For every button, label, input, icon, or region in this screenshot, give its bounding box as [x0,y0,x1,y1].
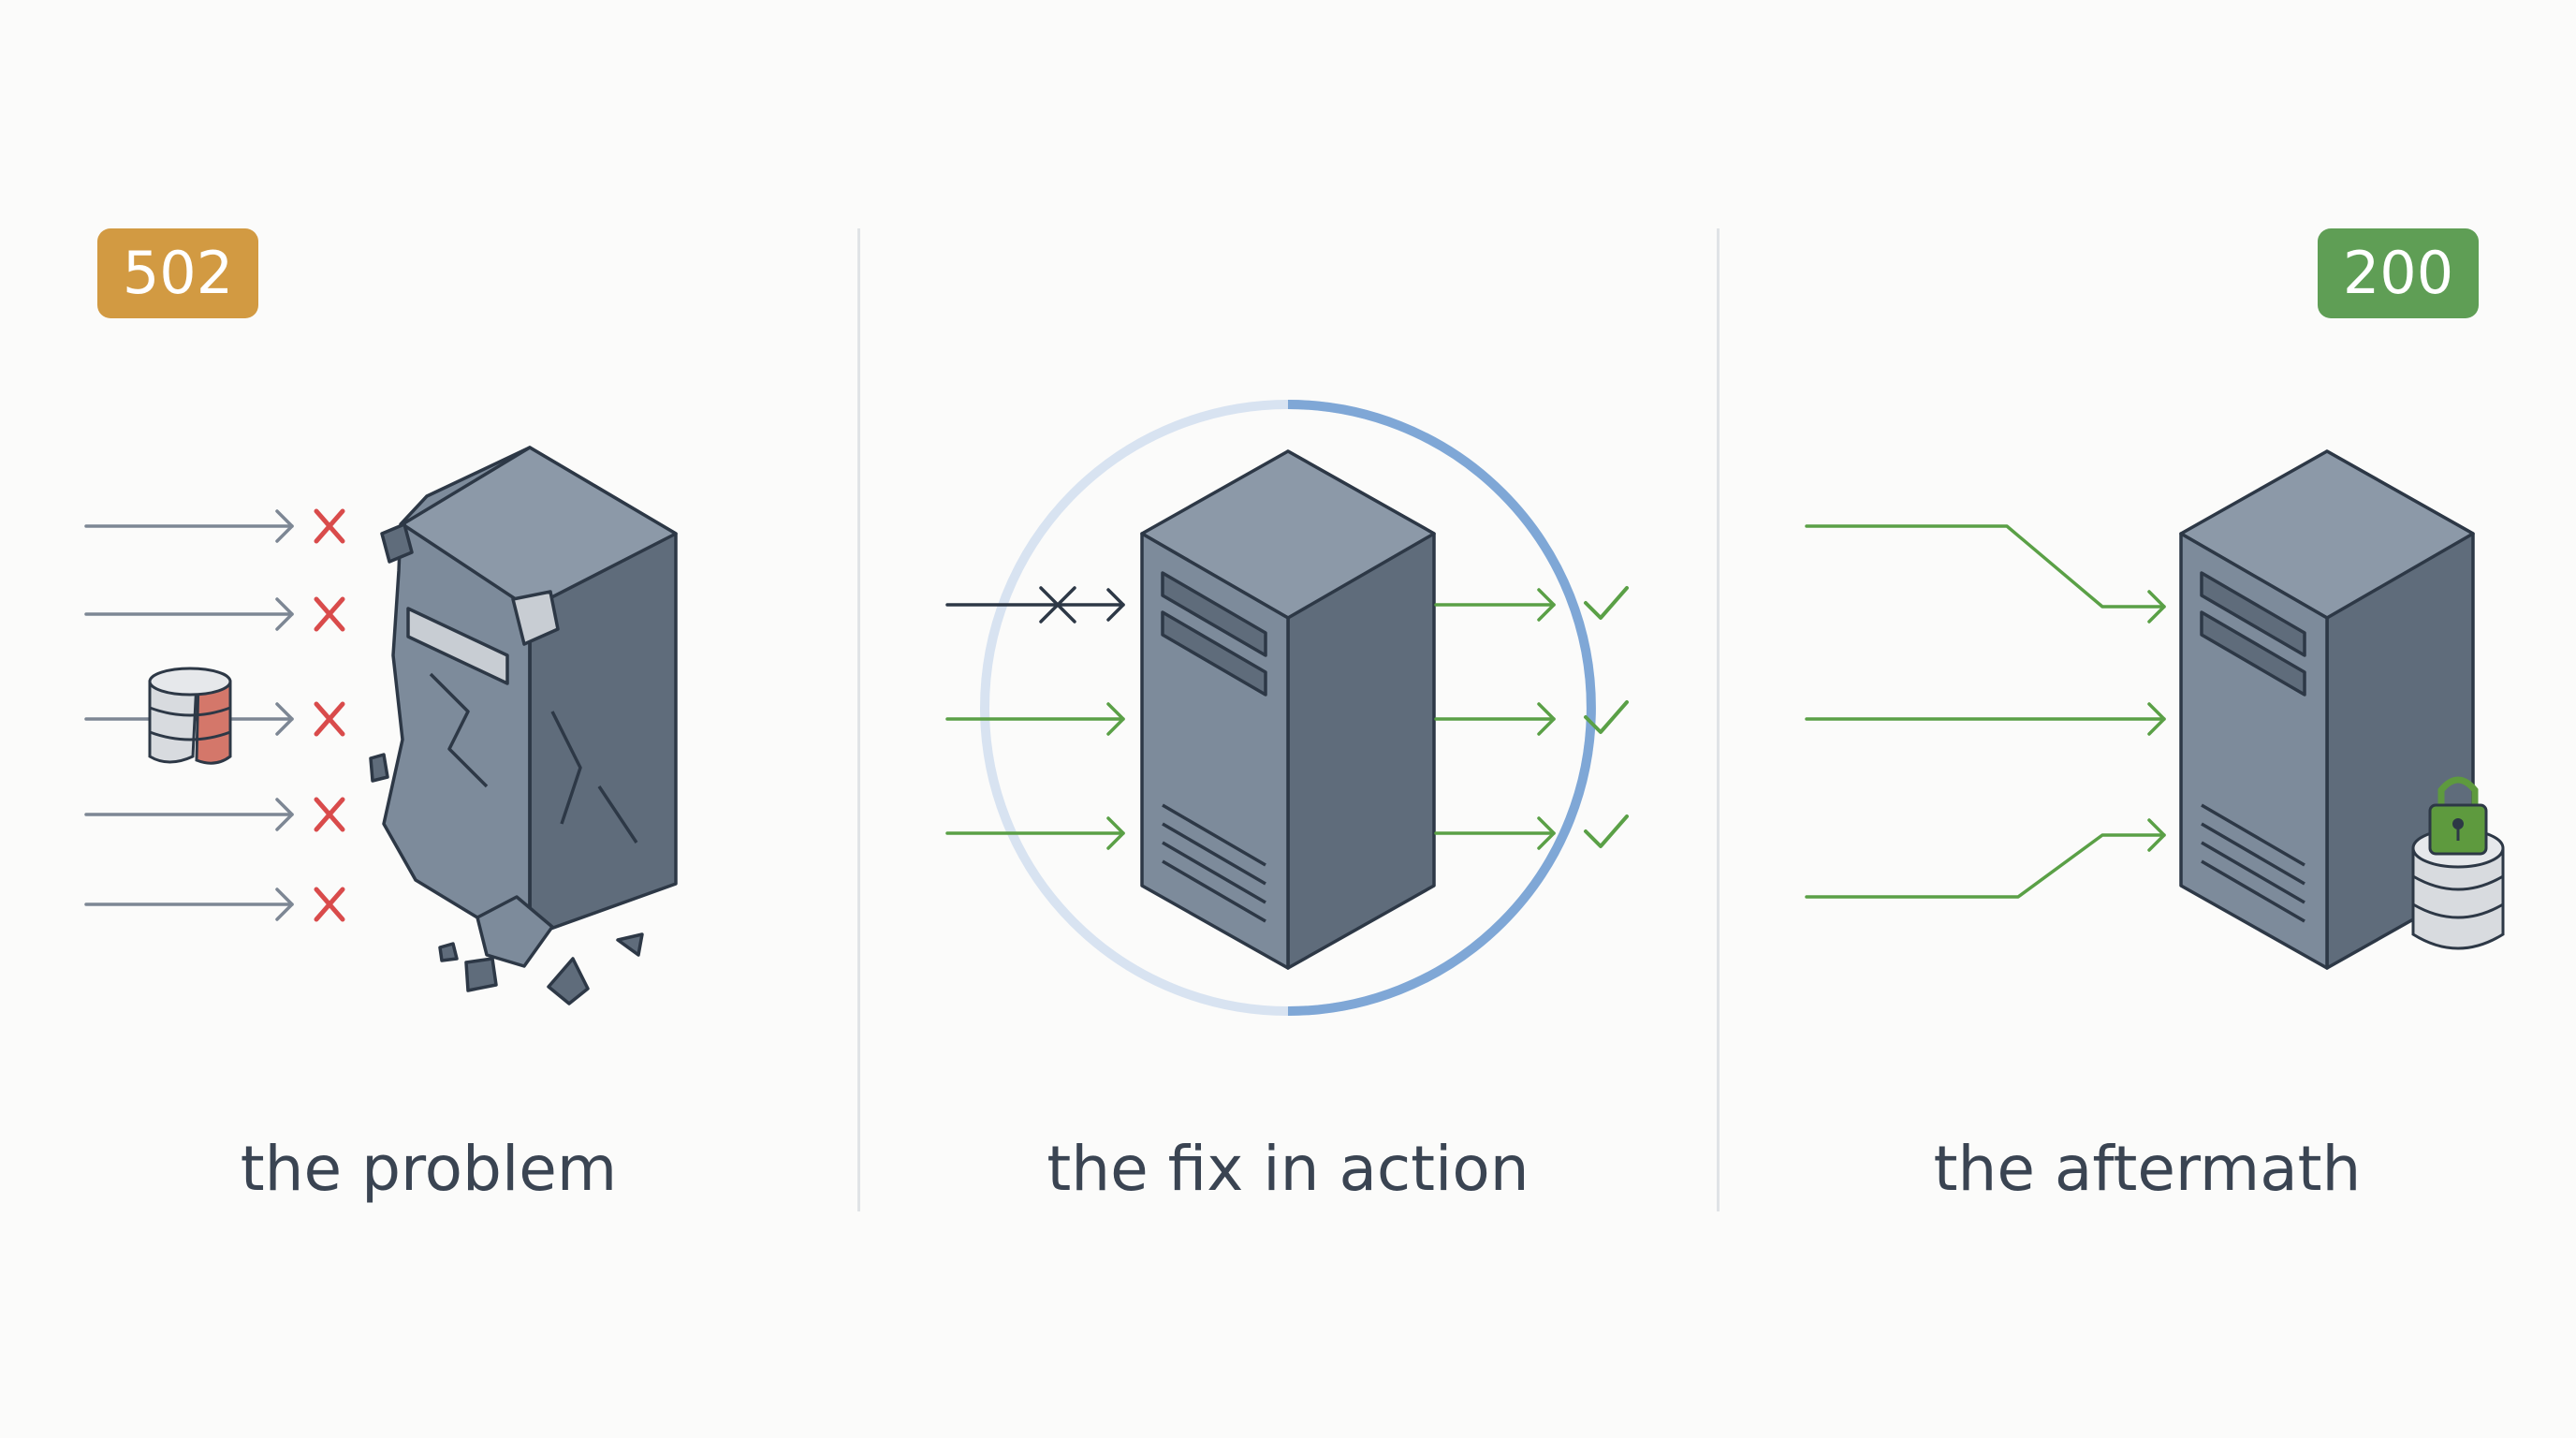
server-icon [1140,449,1436,970]
progress-ring [1287,400,1596,1016]
panel-divider-left [857,228,860,1211]
aftermath-panel-art [1805,449,2505,970]
lock-icon [2428,776,2488,856]
fix-panel-art [945,400,1629,1016]
cross-icon [314,508,345,922]
caption-the-fix-in-action: the fix in action [1046,1133,1530,1205]
server-icon [2179,449,2475,970]
server-icon [369,446,678,1005]
panel-divider-right [1717,228,1720,1211]
status-badge-502: 502 [97,228,258,318]
problem-panel-art [84,446,678,1005]
check-icon [1584,586,1629,848]
caption-the-aftermath: the aftermath [1933,1133,2362,1205]
routed-traffic-arrows [1805,524,2166,899]
caption-the-problem: the problem [240,1133,618,1205]
incoming-request-arrows [84,509,294,921]
status-badge-200: 200 [2318,228,2479,318]
database-icon [148,667,232,765]
